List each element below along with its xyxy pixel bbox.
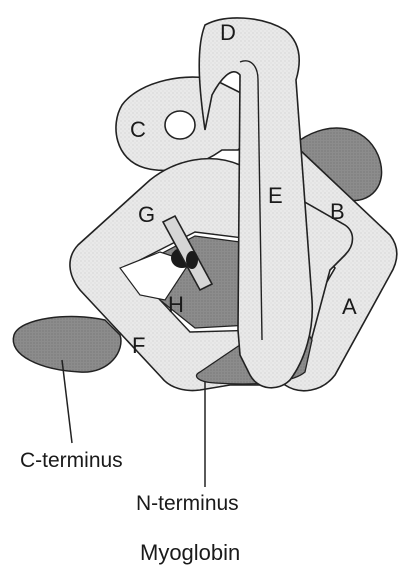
helix-label-a: A [342,294,357,319]
c-terminus-label: C-terminus [20,449,123,472]
helix-label-e: E [268,183,283,208]
helix-label-f: F [132,333,145,358]
heme-iron-front [186,251,198,269]
helix-label-g: G [138,202,155,227]
helix-label-c: C [130,117,146,142]
helix-label-h: H [168,292,184,317]
c-terminus-leader [62,360,72,443]
helix-label-b: B [330,199,345,224]
helix-label-d: D [220,20,236,45]
n-terminus-label: N-terminus [136,492,239,515]
diagram-title: Myoglobin [140,540,240,565]
c-terminus-shadow-lobe [13,316,121,372]
helix-c-hole [165,111,195,139]
